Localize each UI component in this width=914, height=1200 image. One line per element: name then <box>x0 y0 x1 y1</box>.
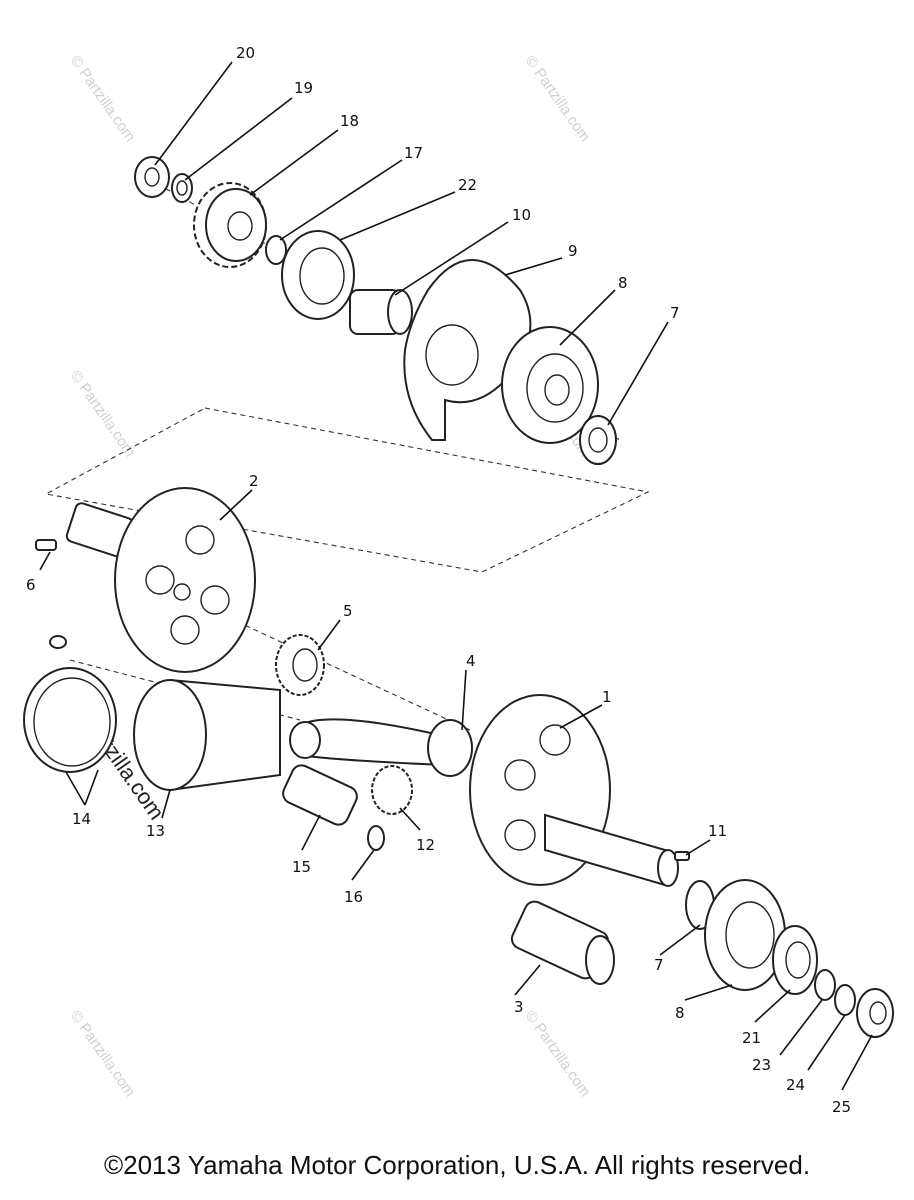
copyright-notice: ©2013 Yamaha Motor Corporation, U.S.A. A… <box>103 1150 811 1180</box>
oil-seal-22 <box>281 230 355 320</box>
key-11 <box>674 851 690 861</box>
piston-13 <box>133 678 281 792</box>
gear-18 <box>193 182 267 268</box>
circlip-17 <box>265 235 287 265</box>
callout-7-lower: 7 <box>654 956 664 974</box>
callout-16: 16 <box>344 888 363 906</box>
conrod-4 <box>289 718 473 777</box>
callout-19: 19 <box>294 79 313 97</box>
callout-6: 6 <box>26 576 36 594</box>
washer-23 <box>814 969 836 1001</box>
nut-25 <box>856 988 894 1038</box>
pin-6 <box>35 539 57 551</box>
crank-wheel-2 <box>65 487 256 673</box>
callout-20: 20 <box>236 44 255 62</box>
needle-bearing-5 <box>275 634 325 696</box>
piston-pin-15 <box>282 764 358 826</box>
watermark-2: © Partzilla.com <box>522 53 594 146</box>
crank-pin-3 <box>510 900 615 985</box>
callout-15: 15 <box>292 858 311 876</box>
callout-21: 21 <box>742 1029 761 1047</box>
callout-8-upper: 8 <box>618 274 628 292</box>
callout-3: 3 <box>514 998 524 1016</box>
callout-22: 22 <box>458 176 477 194</box>
callout-8-lower: 8 <box>675 1004 685 1022</box>
oil-seal-21 <box>772 925 818 995</box>
crank-wheel-1 <box>469 694 679 887</box>
callout-9: 9 <box>568 242 578 260</box>
callout-14: 14 <box>72 810 91 828</box>
callout-5: 5 <box>343 602 353 620</box>
bearing-8-lower <box>704 879 786 991</box>
washer-24 <box>834 984 856 1016</box>
callout-10: 10 <box>512 206 531 224</box>
callout-12: 12 <box>416 836 435 854</box>
callout-11: 11 <box>708 822 727 840</box>
needle-bearing-12 <box>371 765 413 815</box>
watermark-7: © Partzilla.com <box>522 1008 594 1101</box>
washer-7-upper <box>579 415 617 465</box>
callout-13: 13 <box>146 822 165 840</box>
callout-24: 24 <box>786 1076 805 1094</box>
callout-labels: 20 19 18 17 22 10 9 8 7 2 6 5 4 1 14 13 … <box>26 44 851 1116</box>
callout-4: 4 <box>466 652 476 670</box>
watermark-1: © Partzilla.com <box>67 53 139 146</box>
callout-23: 23 <box>752 1056 771 1074</box>
callout-2: 2 <box>249 472 259 490</box>
callout-18: 18 <box>340 112 359 130</box>
callout-1: 1 <box>602 688 612 706</box>
bearing-8-upper <box>501 326 599 444</box>
assembly-outline <box>44 407 650 573</box>
nut-20 <box>134 156 170 198</box>
collar-10 <box>349 289 413 335</box>
leader-lines <box>39 61 873 1091</box>
plate-9 <box>403 259 532 441</box>
clip-16 <box>367 825 385 851</box>
piston-rings-14 <box>23 635 117 773</box>
watermark-6: © Partzilla.com <box>67 1008 139 1101</box>
callout-17: 17 <box>404 144 423 162</box>
callout-25: 25 <box>832 1098 851 1116</box>
watermark-3: © Partzilla.com <box>67 368 139 461</box>
washer-19 <box>171 173 193 203</box>
callout-7-upper: 7 <box>670 304 680 322</box>
